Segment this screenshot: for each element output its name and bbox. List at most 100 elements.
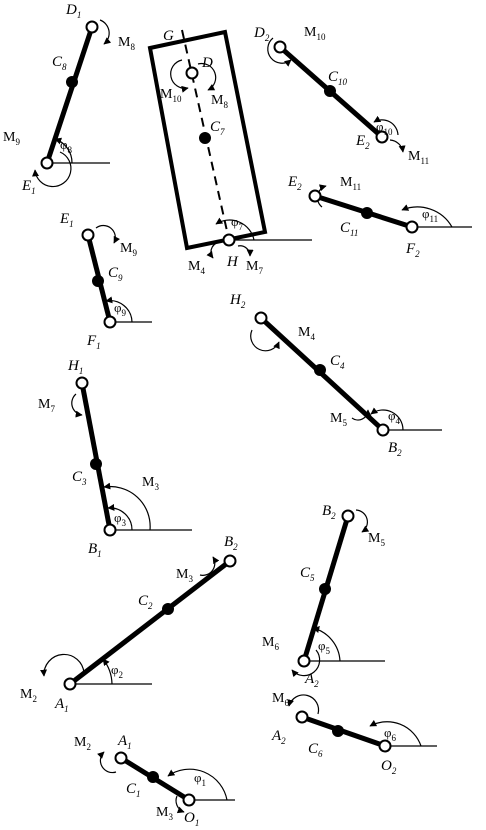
link-2-group: B2 M3 C2 φ2 M2 A1 (20, 534, 238, 714)
moment-arrow-m8 (99, 19, 112, 45)
label-m2a: M2 (20, 687, 37, 704)
label-m7a: M7 (246, 259, 263, 276)
label-b2c: B2 (224, 534, 238, 552)
center-c6 (332, 725, 344, 737)
joint-d2 (273, 40, 287, 54)
label-a2a: A2 (304, 671, 319, 689)
joint-d1 (85, 20, 99, 34)
label-c8: C8 (52, 54, 67, 72)
joint-b2b (341, 509, 355, 523)
label-d1: D1 (65, 2, 81, 20)
center-c8 (66, 76, 78, 88)
angle-arc-phi11 (401, 204, 453, 228)
moment-arrow-m4b (250, 329, 280, 352)
joint-o1 (182, 793, 196, 807)
label-m10a: M10 (160, 87, 182, 104)
label-f1: F1 (86, 333, 101, 351)
moment-arrow-m11a (389, 139, 406, 153)
label-f2: F2 (405, 241, 420, 259)
label-m3c: M3 (156, 805, 173, 822)
joint-e1a (40, 156, 54, 170)
label-m8: M8 (118, 35, 135, 52)
label-d2: D2 (253, 25, 270, 43)
label-m11b: M11 (340, 175, 361, 192)
label-c5: C5 (300, 565, 315, 583)
label-m5a: M5 (330, 411, 347, 428)
label-m2b: M2 (74, 735, 91, 752)
center-c1 (147, 771, 159, 783)
label-phi2: φ2 (111, 662, 123, 680)
joint-h1 (75, 376, 89, 390)
label-m7b: M7 (38, 397, 55, 414)
link-9-group: E1 M9 C9 φ9 F1 (59, 211, 152, 351)
moment-arrow-m4a (206, 241, 223, 259)
label-e1a: E1 (21, 178, 36, 196)
link-2-bar (68, 559, 232, 686)
moment-arrow-m3b (199, 556, 220, 576)
moment-arrow-m7b (71, 393, 83, 418)
angle-arc-phi6 (369, 719, 422, 747)
link-1-group: M2 A1 C1 φ1 M3 O1 (74, 733, 235, 828)
label-m6a: M6 (262, 635, 279, 652)
moment-arrow-m2a (40, 653, 85, 677)
label-m4a: M4 (188, 259, 205, 276)
moment-arrow-m2b (97, 751, 117, 774)
label-a1a: A1 (54, 696, 69, 714)
joint-a1b (114, 751, 128, 765)
moment-arrow-m5a (351, 409, 372, 421)
joint-d (185, 66, 199, 80)
label-o2: O2 (381, 758, 397, 776)
center-c7 (199, 132, 211, 144)
label-o1: O1 (184, 810, 199, 828)
label-e2a: E2 (355, 133, 370, 151)
link-4-group: H2 M4 C4 M5 φ4 B2 (229, 292, 442, 458)
label-m8b: M8 (211, 93, 228, 110)
moment-arrow-m3c (175, 795, 185, 814)
label-m3b: M3 (176, 567, 193, 584)
label-c3: C3 (72, 469, 87, 487)
angle-arc-phi4 (370, 407, 404, 431)
link-11-group: E2 M11 C11 F2 φ11 (287, 174, 472, 259)
angle-arc-phi3 (107, 503, 133, 531)
label-m9b: M9 (120, 241, 137, 258)
joint-b1 (103, 523, 117, 537)
moment-arrow-m9a (32, 151, 72, 188)
link-10-group: D2 M10 C10 E2 φ10 M11 (253, 25, 429, 166)
label-h: H (226, 254, 239, 270)
label-g: G (163, 28, 174, 44)
moment-arrow-m6a (291, 649, 321, 678)
center-c9 (92, 275, 104, 287)
label-e2b: E2 (287, 174, 302, 192)
center-c3 (90, 458, 102, 470)
link-3-bar (79, 382, 113, 531)
label-c11: C11 (340, 220, 358, 238)
label-phi3: φ3 (114, 510, 127, 528)
center-c10 (324, 85, 336, 97)
angle-arc-phi8 (54, 137, 73, 164)
label-b2a: B2 (388, 440, 402, 458)
center-c4 (314, 364, 326, 376)
angle-arc-phi9 (105, 296, 133, 323)
joint-f1 (103, 315, 117, 329)
moment-arrow-m7a (237, 245, 254, 257)
joint-f2 (405, 220, 419, 234)
moment-arrow-m9b (95, 224, 120, 244)
label-m4b: M4 (298, 325, 315, 342)
label-c6: C6 (308, 741, 323, 759)
joint-a2b (295, 710, 309, 724)
label-m9a: M9 (3, 130, 20, 147)
label-m11a: M11 (408, 149, 429, 166)
angle-arc-phi5 (312, 626, 341, 662)
link-8-bar (44, 26, 95, 164)
joint-e1b (81, 228, 95, 242)
link-3-group: H1 M7 C3 M3 φ3 B1 (38, 358, 192, 559)
joint-b2c (223, 554, 237, 568)
link-7-group: G D M10 M8 C7 φ7 M4 H M7 (147, 28, 312, 276)
label-m5b: M5 (368, 531, 385, 548)
moment-arrow-m10b (267, 37, 292, 67)
label-c4: C4 (330, 353, 345, 371)
angle-arc-phi7 (215, 217, 255, 241)
joint-h (222, 233, 236, 247)
moment-arrow-m6b (287, 694, 320, 715)
